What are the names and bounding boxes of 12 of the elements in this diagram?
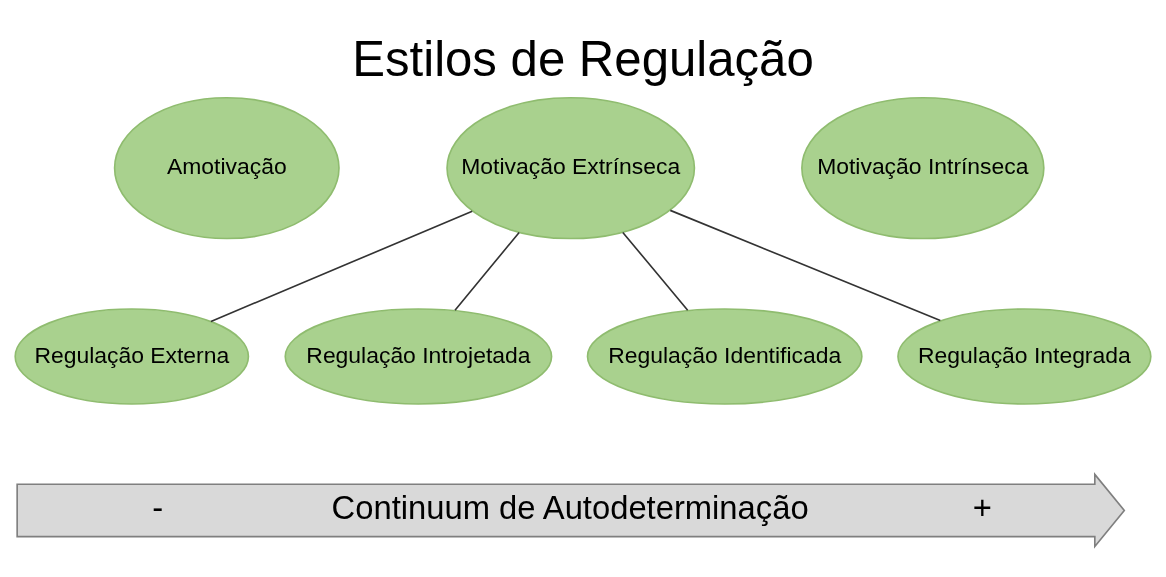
node-ellipse: Amotivação [113,96,340,240]
node-ellipse: Regulação Identificada [586,308,863,405]
connector [622,231,689,312]
connector [210,210,474,323]
node-ellipse: Motivação Intrínseca [801,96,1045,240]
diagram-title: Estilos de Regulação [352,32,814,87]
node-ellipse: Regulação Externa [14,308,250,405]
node-ellipse: Regulação Introjetada [284,308,553,405]
connector [669,209,942,322]
node-ellipse: Regulação Integrada [897,308,1152,405]
connector [454,231,520,312]
node-ellipse: Motivação Extrínseca [446,96,696,240]
